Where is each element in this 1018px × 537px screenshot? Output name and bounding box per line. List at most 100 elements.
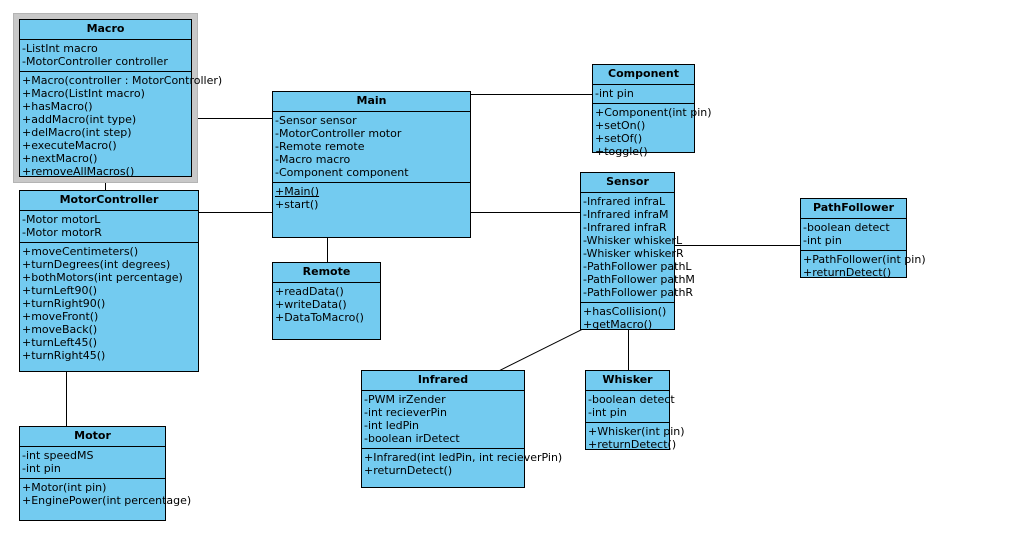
method-row: +Macro(controller : MotorController) <box>22 74 223 87</box>
method-row: +bothMotors(int percentage) <box>22 271 183 284</box>
class-attributes-infrared: -PWM irZender -int recieverPin -int ledP… <box>362 391 524 449</box>
association-motorcontroller-motor <box>66 372 67 427</box>
method-row: +setOn() <box>595 119 646 132</box>
method-row: +EnginePower(int percentage) <box>22 494 192 507</box>
association-main-component <box>471 94 593 95</box>
method-row: +getMacro() <box>583 318 653 331</box>
attribute-row: -int pin <box>803 234 842 247</box>
method-row: +nextMacro() <box>22 152 98 165</box>
association-motorcontroller-main <box>199 212 273 213</box>
attribute-row: -ListInt macro <box>22 42 98 55</box>
class-methods-pathfollower: +PathFollower(int pin) +returnDetect() <box>801 251 926 282</box>
class-methods-infrared: +Infrared(int ledPin, int recieverPin) +… <box>362 449 563 480</box>
method-row: +Infrared(int ledPin, int recieverPin) <box>364 451 563 464</box>
class-box-sensor[interactable]: Sensor -Infrared infraL -Infrared infraM… <box>580 172 695 331</box>
class-title-sensor: Sensor <box>581 173 674 193</box>
class-methods-sensor: +hasCollision() +getMacro() <box>581 303 674 334</box>
class-box-infrared[interactable]: Infrared -PWM irZender -int recieverPin … <box>361 370 563 488</box>
attribute-row: -int pin <box>588 406 627 419</box>
method-row: +turnDegrees(int degrees) <box>22 258 171 271</box>
class-box-whisker[interactable]: Whisker -boolean detect -int pin +Whiske… <box>585 370 685 451</box>
method-row: +turnLeft90() <box>22 284 98 297</box>
method-row: +returnDetect() <box>364 464 453 477</box>
method-row: +Whisker(int pin) <box>588 425 685 438</box>
class-methods-whisker: +Whisker(int pin) +returnDetect() <box>586 423 685 454</box>
attribute-row: -Infrared infraM <box>583 208 669 221</box>
attribute-row: -PathFollower pathR <box>583 286 694 299</box>
method-row: +Macro(ListInt macro) <box>22 87 145 100</box>
class-attributes-motor: -int speedMS -int pin <box>20 447 165 479</box>
class-methods-motorcontroller: +moveCentimeters() +turnDegrees(int degr… <box>20 243 198 365</box>
method-row: +toggle() <box>595 145 648 158</box>
class-attributes-macro: -ListInt macro -MotorController controll… <box>20 40 191 72</box>
attribute-row: -MotorController motor <box>275 127 402 140</box>
method-row: +returnDetect() <box>588 438 677 451</box>
method-row: +moveBack() <box>22 323 98 336</box>
method-row: +setOf() <box>595 132 643 145</box>
class-methods-remote: +readData() +writeData() +DataToMacro() <box>273 283 380 327</box>
class-box-motorcontroller[interactable]: MotorController -Motor motorL -Motor mot… <box>19 190 199 372</box>
method-row: +returnDetect() <box>803 266 892 279</box>
class-box-motor[interactable]: Motor -int speedMS -int pin +Motor(int p… <box>19 426 192 521</box>
attribute-row: -boolean detect <box>588 393 675 406</box>
class-box-component[interactable]: Component -int pin +Component(int pin) +… <box>592 64 712 158</box>
association-macro-main <box>191 118 273 119</box>
class-title-component: Component <box>593 65 694 85</box>
association-sensor-infrared <box>495 329 582 373</box>
attribute-row: -Whisker whiskerL <box>583 234 683 247</box>
method-row: +Component(int pin) <box>595 106 712 119</box>
class-title-pathfollower: PathFollower <box>801 199 906 219</box>
attribute-row: -Infrared infraR <box>583 221 667 234</box>
method-row: +moveCentimeters() <box>22 245 139 258</box>
attribute-row: -PathFollower pathM <box>583 273 695 286</box>
class-title-remote: Remote <box>273 263 380 283</box>
class-attributes-main: -Sensor sensor -MotorController motor -R… <box>273 112 470 183</box>
attribute-row: -Infrared infraL <box>583 195 666 208</box>
method-row: +executeMacro() <box>22 139 117 152</box>
attribute-row: -int speedMS <box>22 449 94 462</box>
method-row: +turnRight90() <box>22 297 106 310</box>
class-attributes-whisker: -boolean detect -int pin <box>586 391 675 423</box>
method-row: +delMacro(int step) <box>22 126 132 139</box>
class-box-pathfollower[interactable]: PathFollower -boolean detect -int pin +P… <box>800 198 926 279</box>
class-box-remote[interactable]: Remote +readData() +writeData() +DataToM… <box>272 262 381 340</box>
class-title-main: Main <box>273 92 470 112</box>
class-attributes-pathfollower: -boolean detect -int pin <box>801 219 906 251</box>
class-title-infrared: Infrared <box>362 371 524 391</box>
attribute-row: -int ledPin <box>364 419 420 432</box>
class-methods-macro: +Macro(controller : MotorController) +Ma… <box>20 72 223 181</box>
method-row: +start() <box>275 198 319 211</box>
method-row: +addMacro(int type) <box>22 113 137 126</box>
class-title-motorcontroller: MotorController <box>20 191 198 211</box>
attribute-row: -Whisker whiskerR <box>583 247 684 260</box>
method-row: +writeData() <box>275 298 347 311</box>
attribute-row: -Macro macro <box>275 153 351 166</box>
association-main-sensor <box>471 212 581 213</box>
attribute-row: -Remote remote <box>275 140 365 153</box>
class-methods-main: +Main() +start() <box>273 183 470 214</box>
class-attributes-motorcontroller: -Motor motorL -Motor motorR <box>20 211 198 243</box>
association-sensor-pathfollower <box>675 245 801 246</box>
attribute-row: -int recieverPin <box>364 406 447 419</box>
method-row-static: +Main() <box>275 185 320 198</box>
class-attributes-sensor: -Infrared infraL -Infrared infraM -Infra… <box>581 193 695 303</box>
attribute-row: -boolean detect <box>803 221 890 234</box>
attribute-row: -Component component <box>275 166 409 179</box>
method-row: +removeAllMacros() <box>22 165 135 178</box>
association-main-remote <box>327 238 328 263</box>
class-attributes-component: -int pin <box>593 85 694 104</box>
method-row: +DataToMacro() <box>275 311 364 324</box>
method-row: +hasMacro() <box>22 100 93 113</box>
association-macro-motorcontroller <box>105 177 106 191</box>
attribute-row: -Motor motorL <box>22 213 101 226</box>
attribute-row: -boolean irDetect <box>364 432 460 445</box>
class-methods-motor: +Motor(int pin) +EnginePower(int percent… <box>20 479 192 510</box>
method-row: +hasCollision() <box>583 305 667 318</box>
attribute-row: -PathFollower pathL <box>583 260 692 273</box>
class-box-main[interactable]: Main -Sensor sensor -MotorController mot… <box>272 91 471 238</box>
attribute-row: -PWM irZender <box>364 393 446 406</box>
class-box-macro[interactable]: Macro -ListInt macro -MotorController co… <box>19 19 222 178</box>
method-row: +moveFront() <box>22 310 99 323</box>
class-title-motor: Motor <box>20 427 165 447</box>
